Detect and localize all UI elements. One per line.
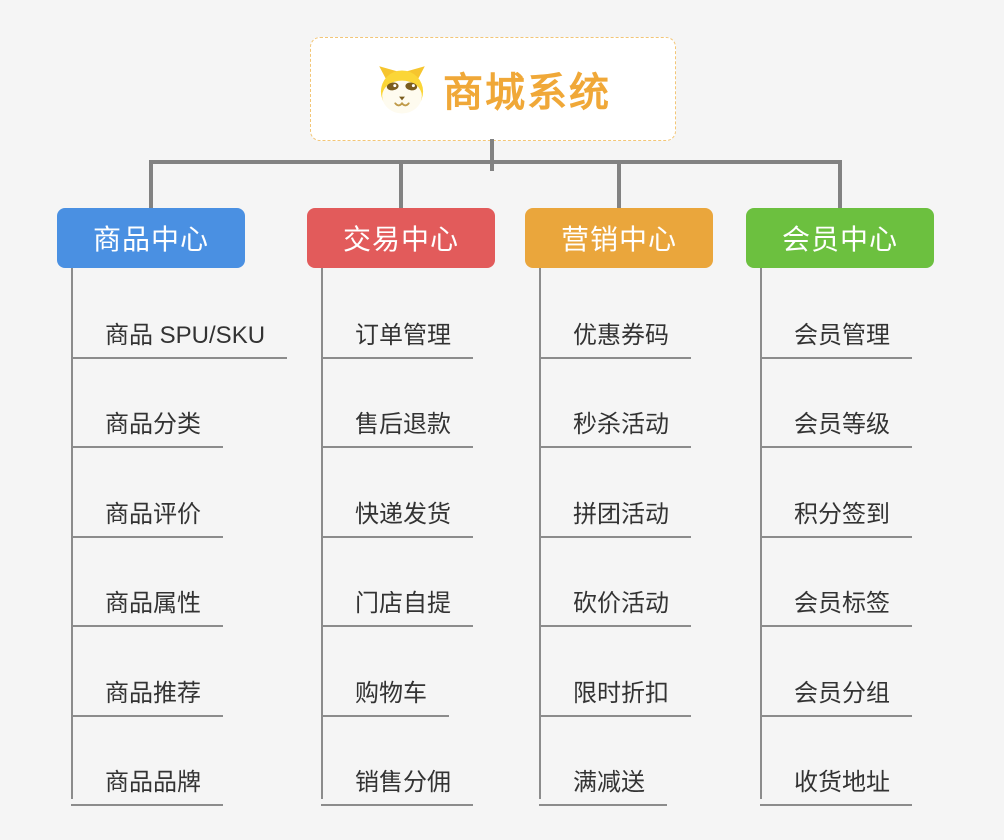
subtopic-aftersale-refund[interactable]: 售后退款	[321, 395, 473, 448]
branch-trunk-line	[71, 268, 73, 799]
subtopic-member-groups[interactable]: 会员分组	[760, 664, 912, 717]
subtopic-group-buying[interactable]: 拼团活动	[539, 485, 691, 538]
subtopic-points-checkin[interactable]: 积分签到	[760, 485, 912, 538]
branch-trunk-line	[321, 268, 323, 799]
connector-drop-3	[617, 160, 621, 209]
branch-trunk-line	[539, 268, 541, 799]
branch-header-member-center[interactable]: 会员中心	[746, 208, 934, 268]
subtopic-product-review[interactable]: 商品评价	[71, 485, 223, 538]
branch-member-center: 会员中心 会员管理 会员等级 积分签到 会员标签 会员分组 收货地址	[746, 208, 996, 806]
branch-header-trade-center[interactable]: 交易中心	[307, 208, 495, 268]
subtopic-member-tags[interactable]: 会员标签	[760, 574, 912, 627]
subtopic-member-level[interactable]: 会员等级	[760, 395, 912, 448]
branch-trade-center: 交易中心 订单管理 售后退款 快递发货 门店自提 购物车 销售分佣	[307, 208, 557, 806]
branch-marketing-center: 营销中心 优惠券码 秒杀活动 拼团活动 砍价活动 限时折扣 满减送	[525, 208, 775, 806]
connector-drop-4	[838, 160, 842, 209]
subtopic-coupon-code[interactable]: 优惠券码	[539, 306, 691, 359]
branch-header-marketing-center[interactable]: 营销中心	[525, 208, 713, 268]
subtopic-flash-sale[interactable]: 秒杀活动	[539, 395, 691, 448]
connector-root-stub	[490, 139, 494, 171]
subtopic-shopping-cart[interactable]: 购物车	[321, 664, 449, 717]
subtopic-product-brand[interactable]: 商品品牌	[71, 753, 223, 806]
subtopic-store-pickup[interactable]: 门店自提	[321, 574, 473, 627]
branch-trunk-line	[760, 268, 762, 799]
subtopic-product-recommend[interactable]: 商品推荐	[71, 664, 223, 717]
subtopic-sales-commission[interactable]: 销售分佣	[321, 753, 473, 806]
subtopic-member-management[interactable]: 会员管理	[760, 306, 912, 359]
subtopic-product-category[interactable]: 商品分类	[71, 395, 223, 448]
subtopic-bargain-activity[interactable]: 砍价活动	[539, 574, 691, 627]
connector-drop-1	[149, 160, 153, 209]
branch-product-center: 商品中心 商品 SPU/SKU 商品分类 商品评价 商品属性 商品推荐 商品品牌	[57, 208, 307, 806]
subtopic-spend-and-save[interactable]: 满减送	[539, 753, 667, 806]
subtopic-order-management[interactable]: 订单管理	[321, 306, 473, 359]
subtopic-product-spu-sku[interactable]: 商品 SPU/SKU	[71, 306, 288, 359]
root-topic-title: 商城系统	[443, 71, 611, 115]
connector-drop-2	[399, 160, 403, 209]
subtopic-limited-time-discount[interactable]: 限时折扣	[539, 664, 691, 717]
subtopic-shipping-address[interactable]: 收货地址	[760, 753, 912, 806]
branch-header-product-center[interactable]: 商品中心	[57, 208, 245, 268]
root-topic[interactable]: 商城系统	[310, 37, 676, 141]
subtopic-express-delivery[interactable]: 快递发货	[321, 485, 473, 538]
dog-face-icon	[375, 62, 429, 116]
connector-horizontal	[149, 160, 842, 164]
subtopic-product-attribute[interactable]: 商品属性	[71, 574, 223, 627]
